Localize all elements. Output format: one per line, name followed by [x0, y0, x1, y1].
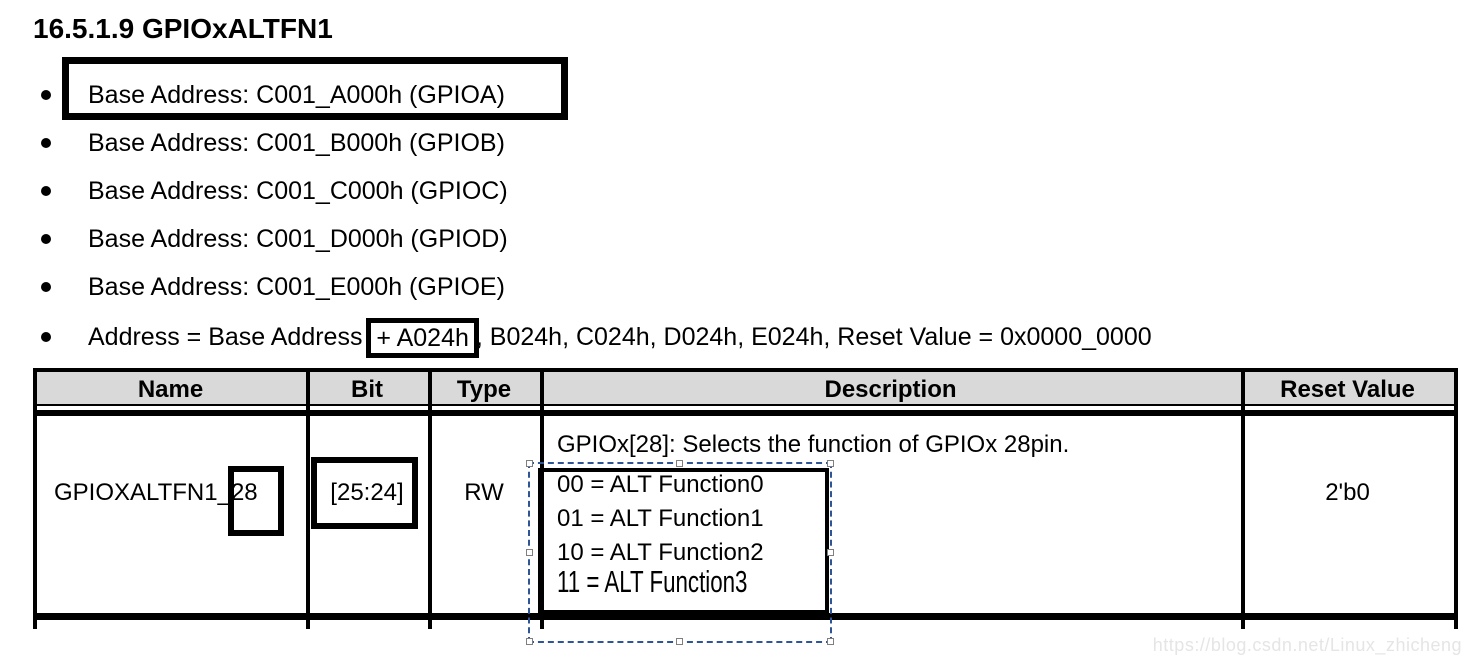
bullet-icon [41, 90, 51, 100]
bullet-base-address-gpioc: Base Address: C001_C000h (GPIOC) [88, 177, 508, 205]
table-header-underline [33, 404, 1458, 406]
bullet-address-formula: Address = Base Address + A024h, B024h, C… [88, 318, 1152, 359]
cell-bit-range: [25:24] [330, 479, 404, 506]
cell-access-type: RW [464, 479, 504, 506]
description-text: GPIOx[28]: Selects the function of GPIOx… [557, 431, 1070, 458]
cell-reset-value: 2'b0 [1325, 479, 1370, 506]
selection-handle-bottom-left[interactable] [526, 638, 533, 645]
table-row-bottom-border [33, 613, 1458, 620]
column-header-reset-value: Reset Value [1280, 376, 1415, 403]
column-header-description: Description [824, 376, 957, 403]
description-option-0: 00 = ALT Function0 [557, 471, 764, 498]
highlight-box-name-28 [228, 466, 284, 536]
bullet-base-address-gpioa: Base Address: C001_A000h (GPIOA) [88, 81, 505, 109]
section-heading: 16.5.1.9 GPIOxALTFN1 [33, 13, 333, 44]
bullet-icon [41, 186, 51, 196]
selection-handle-top-middle[interactable] [676, 460, 683, 467]
column-header-name: Name [137, 376, 204, 403]
bullet-base-address-gpioe: Base Address: C001_E000h (GPIOE) [88, 273, 505, 301]
table-column-divider [1241, 368, 1245, 629]
table-column-divider [306, 368, 310, 629]
selection-handle-middle-right[interactable] [827, 548, 834, 556]
bullet-base-address-gpiob: Base Address: C001_B000h (GPIOB) [88, 129, 505, 157]
highlight-box-base-address-gpioa [62, 57, 568, 120]
options-text-box-border [538, 468, 829, 614]
selection-handle-middle-left[interactable] [526, 548, 533, 556]
description-option-3: 11 = ALT Function3 [557, 564, 748, 599]
table-border-right [1454, 368, 1458, 629]
bullet-icon [41, 332, 51, 342]
column-header-bit: Bit [351, 376, 383, 403]
table-header-separator [33, 410, 1458, 416]
description-option-1: 01 = ALT Function1 [557, 505, 764, 532]
bullet-icon [41, 234, 51, 244]
selection-handle-bottom-middle[interactable] [676, 638, 683, 645]
highlight-box-bit-range [311, 457, 418, 529]
table-border-top [33, 368, 1458, 372]
selection-handle-top-right[interactable] [827, 460, 834, 467]
table-column-divider [540, 368, 544, 629]
highlight-box-a024h: + A024h [366, 318, 479, 359]
column-header-type: Type [456, 376, 512, 403]
description-option-2: 10 = ALT Function2 [557, 539, 764, 566]
table-border-left [33, 368, 37, 629]
selection-handle-bottom-right[interactable] [827, 638, 834, 645]
watermark-url: https://blog.csdn.net/Linux_zhicheng [1152, 635, 1462, 655]
bullet-icon [41, 138, 51, 148]
bullet-icon [41, 282, 51, 292]
address-formula-pre: Address = Base Address [88, 323, 370, 351]
selection-box[interactable] [526, 460, 834, 645]
bullet-base-address-gpiod: Base Address: C001_D000h (GPIOD) [88, 225, 508, 253]
table-column-divider [428, 368, 432, 629]
table-header-background [37, 372, 1454, 404]
address-formula-post: , B024h, C024h, D024h, E024h, Reset Valu… [475, 323, 1152, 351]
selection-handle-top-left[interactable] [526, 460, 533, 467]
cell-register-name: GPIOXALTFN1_28 [54, 479, 258, 506]
